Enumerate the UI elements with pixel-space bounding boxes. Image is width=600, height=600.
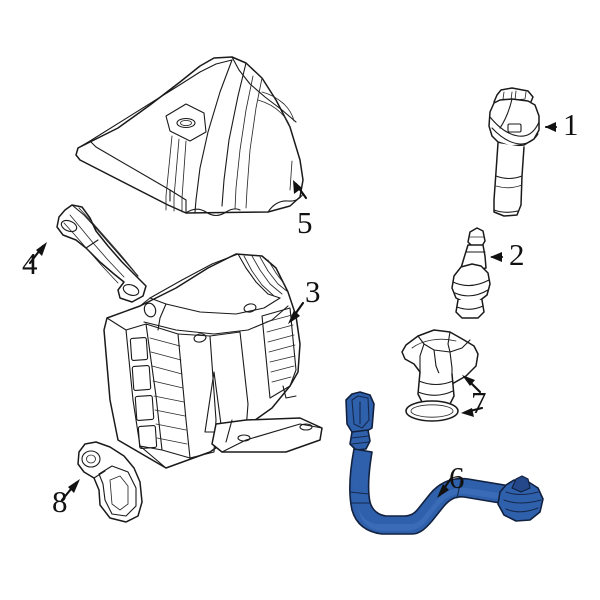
part-crankshaft-position-sensor[interactable] xyxy=(77,441,143,523)
part-spark-plug[interactable] xyxy=(451,227,491,319)
callout-label-6[interactable]: 6 xyxy=(449,460,465,495)
part-camshaft-position-sensor[interactable] xyxy=(401,329,479,407)
part-ground-cable-harness[interactable] xyxy=(345,391,544,535)
callout-label-4[interactable]: 4 xyxy=(22,246,38,281)
part-engine-cover[interactable] xyxy=(75,56,304,217)
part-ignition-coil[interactable] xyxy=(488,87,540,217)
callout-label-2[interactable]: 2 xyxy=(509,237,525,272)
callout-label-3[interactable]: 3 xyxy=(305,274,321,309)
callout-label-1[interactable]: 1 xyxy=(563,107,579,142)
part-module-bracket-upper[interactable] xyxy=(56,204,147,303)
part-sensor-o-ring[interactable] xyxy=(405,400,459,422)
callout-label-5[interactable]: 5 xyxy=(297,205,313,240)
callout-arrows xyxy=(28,122,558,502)
callout-label-8[interactable]: 8 xyxy=(52,484,68,519)
part-engine-control-module[interactable] xyxy=(103,253,323,469)
callout-label-7[interactable]: 7 xyxy=(471,385,487,420)
